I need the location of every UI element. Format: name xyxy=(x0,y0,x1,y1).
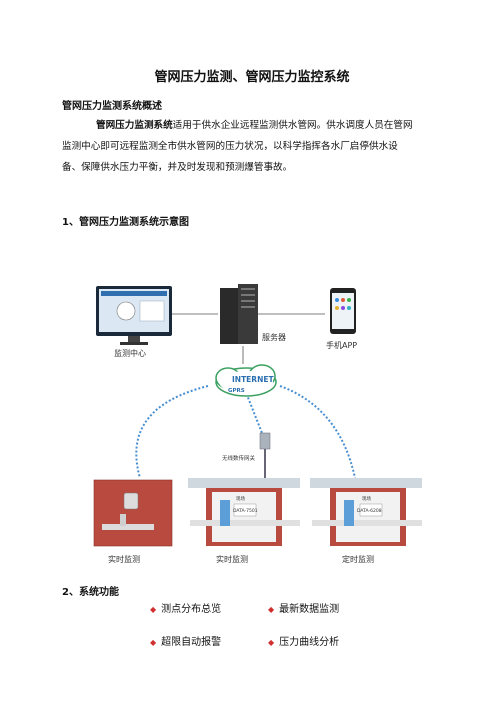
overview-line-1: 管网压力监测系统适用于供水企业远程监测供水管网。供水调度人员在管网 xyxy=(62,115,442,136)
feature-item: ◆ 压力曲线分析 xyxy=(268,633,339,648)
overview-line-3: 备、保障供水压力平衡，并及时发现和预测爆管事故。 xyxy=(62,162,293,173)
feature-label: 测点分布总览 xyxy=(161,604,222,615)
device-b-tag: 现场 xyxy=(362,495,371,502)
diamond-icon: ◆ xyxy=(150,638,157,647)
overview-line-2: 监测中心即可远程监测全市供水管网的压力状况，以科学指挥各水厂启停供水设 xyxy=(62,141,398,152)
wireless-link-right xyxy=(279,385,356,479)
system-diagram: 监测中心 服务器 手机APP INTERNET GPRS 无线数传网关 xyxy=(93,284,422,564)
server-icon xyxy=(220,284,258,344)
overview-line1-text: 适用于供水企业远程监测供水管网。供水调度人员在管网 xyxy=(172,120,413,131)
monitor-label: 监测中心 xyxy=(114,348,146,358)
diamond-icon: ◆ xyxy=(268,638,275,647)
device-b-model: DATA-6208 xyxy=(357,508,382,514)
gprs-text: GPRS xyxy=(228,388,245,394)
overview-lead: 管网压力监测系统 xyxy=(96,120,173,131)
internet-cloud-icon xyxy=(215,364,277,397)
feature-label: 压力曲线分析 xyxy=(279,637,340,648)
underground-site-right xyxy=(310,478,422,546)
feature-item: ◆ 测点分布总览 xyxy=(150,600,221,615)
section1-heading: 1、管网压力监测系统示意图 xyxy=(62,217,189,228)
device-a-tag: 现场 xyxy=(236,495,245,502)
phone-icon xyxy=(330,288,356,334)
wireless-link-left xyxy=(135,385,209,479)
feature-item: ◆ 超限自动报警 xyxy=(150,633,221,648)
overview-paragraph: 管网压力监测系统适用于供水企业远程监测供水管网。供水调度人员在管网 监测中心即可… xyxy=(62,115,442,178)
caption-scheduled: 定时监测 xyxy=(342,554,374,564)
brick-wall-site xyxy=(93,479,173,547)
feature-label: 最新数据监测 xyxy=(279,604,340,615)
phone-label: 手机APP xyxy=(326,340,357,350)
caption-realtime-1: 实时监测 xyxy=(108,554,140,564)
diamond-icon: ◆ xyxy=(150,605,157,614)
device-a-model: DATA-7501 xyxy=(233,508,258,514)
feature-label: 超限自动报警 xyxy=(161,637,222,648)
caption-realtime-2: 实时监测 xyxy=(216,554,248,564)
server-label: 服务器 xyxy=(262,332,286,342)
underground-site-center xyxy=(188,478,300,546)
overview-heading: 管网压力监测系统概述 xyxy=(62,101,162,112)
diamond-icon: ◆ xyxy=(268,605,275,614)
gateway-icon xyxy=(259,432,271,479)
feature-item: ◆ 最新数据监测 xyxy=(268,600,339,615)
gateway-label: 无线数传网关 xyxy=(222,454,256,462)
page-title: 管网压力监测、管网压力监控系统 xyxy=(154,70,350,85)
monitor-icon xyxy=(96,286,172,345)
section2-heading: 2、系统功能 xyxy=(62,587,119,598)
cloud-text: INTERNET xyxy=(232,375,274,384)
